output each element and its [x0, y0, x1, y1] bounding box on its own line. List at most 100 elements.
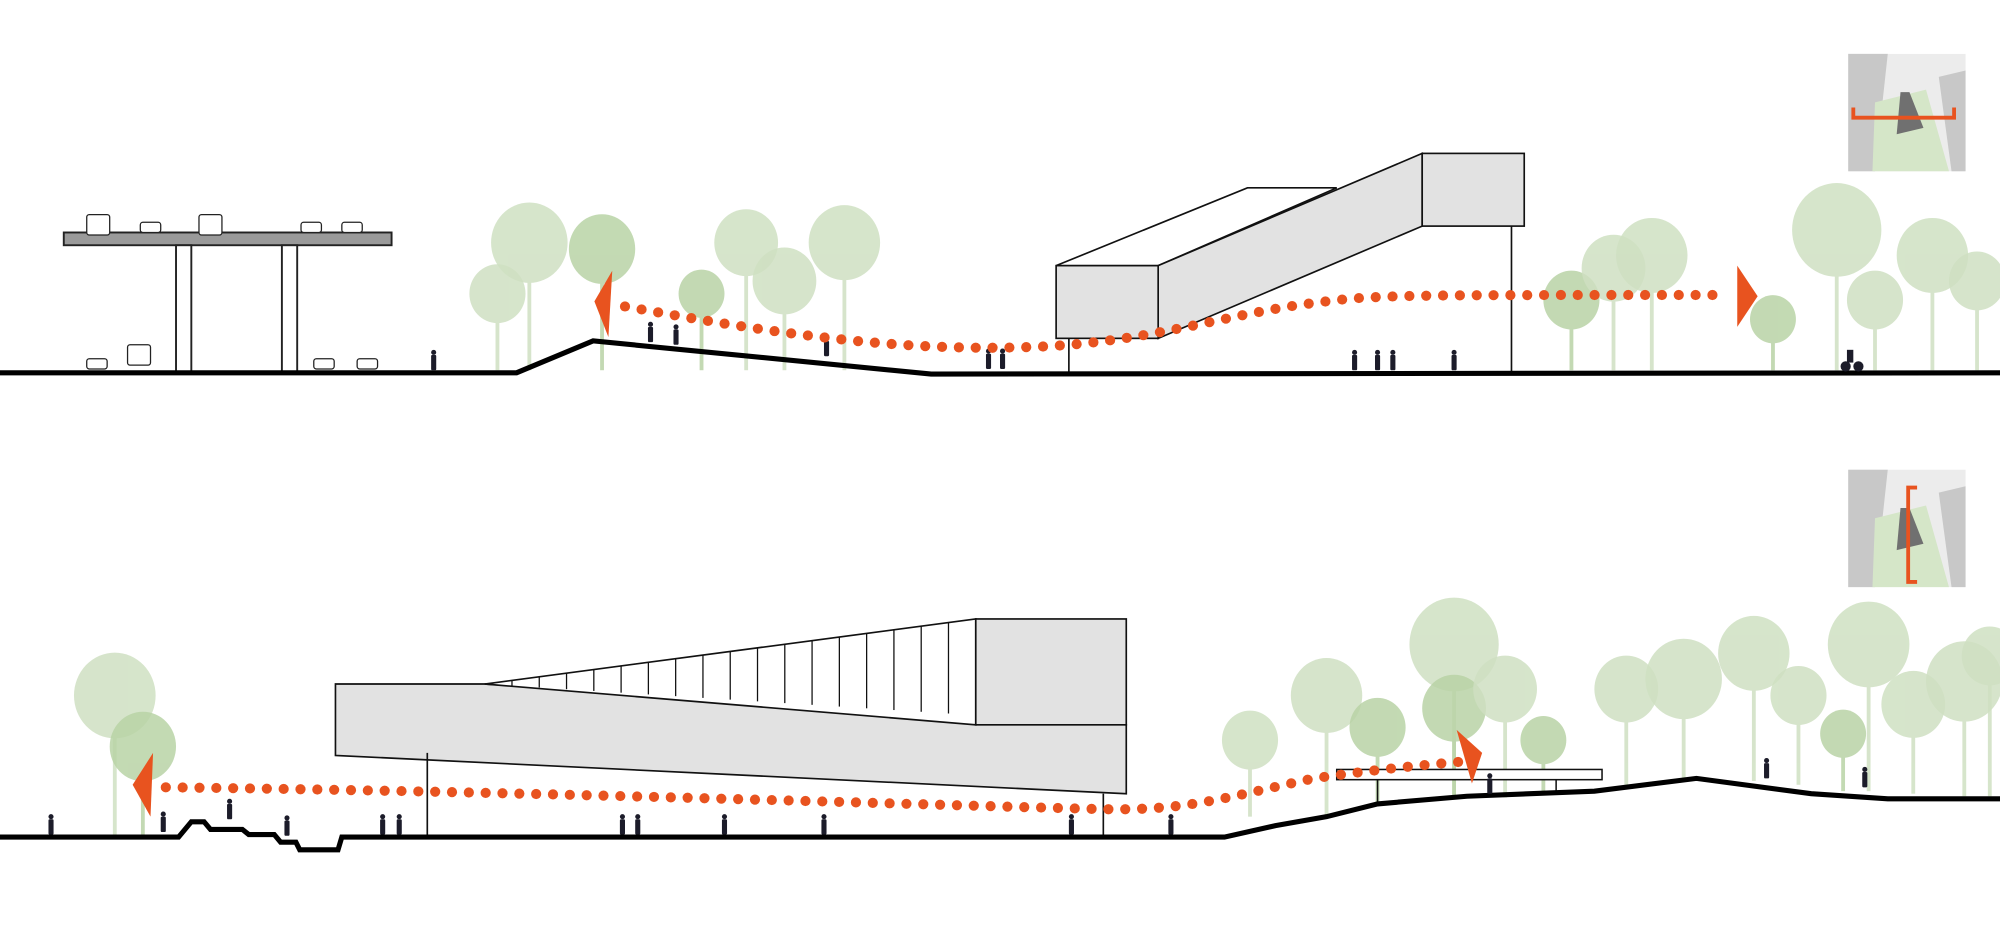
- tree-icon: [808, 205, 881, 371]
- route-dot: [1286, 300, 1298, 312]
- person-icon: [1764, 757, 1770, 779]
- person-icon: [396, 814, 402, 835]
- route-dot: [934, 799, 946, 810]
- highway-deck: [62, 231, 393, 247]
- route-dot: [278, 783, 289, 795]
- tree-trunk: [1962, 719, 1967, 797]
- route-dot: [615, 790, 626, 802]
- person-icon: [647, 321, 654, 343]
- tree-crown: [1349, 697, 1406, 757]
- person-body: [1000, 353, 1006, 369]
- highway-pillar: [280, 244, 299, 373]
- person-body: [284, 820, 290, 836]
- route-dot: [1673, 289, 1684, 301]
- car-icon: [356, 358, 379, 370]
- tree-crown: [469, 264, 526, 324]
- tree-crown: [1718, 615, 1790, 691]
- route-dot: [733, 794, 744, 805]
- person-body: [48, 819, 54, 835]
- route-dot: [1019, 801, 1030, 813]
- person-body: [1375, 354, 1381, 371]
- route-dot: [699, 793, 710, 804]
- tree-trunk: [1841, 756, 1846, 792]
- tree-crown: [1948, 251, 2000, 311]
- person-head: [1068, 814, 1074, 820]
- person-head: [227, 798, 233, 804]
- route-dot: [1387, 291, 1398, 302]
- route-dot: [329, 784, 340, 795]
- route-dot: [686, 313, 697, 324]
- person-body: [673, 329, 679, 345]
- route-dot: [903, 340, 914, 351]
- person-body: [1168, 819, 1174, 835]
- tree-icon: [1961, 626, 2000, 797]
- route-dot: [177, 782, 188, 793]
- route-dot: [1421, 290, 1432, 301]
- person-head: [1451, 349, 1457, 355]
- cut-line-icon: [1906, 485, 1918, 584]
- route-dot: [719, 318, 730, 329]
- tree-trunk: [1796, 723, 1801, 785]
- route-arrow-icon: [594, 270, 613, 338]
- route-dot: [1352, 767, 1363, 778]
- route-dot: [920, 341, 931, 352]
- person-head: [1764, 757, 1770, 764]
- route-dot: [1589, 289, 1600, 301]
- route-dot: [632, 791, 643, 802]
- route-dot: [1623, 289, 1634, 301]
- person-head: [673, 324, 679, 330]
- route-dot: [648, 791, 660, 803]
- section-b: [0, 469, 2000, 853]
- person-head: [1862, 766, 1868, 773]
- route-dot: [1690, 289, 1701, 301]
- route-dot: [396, 785, 407, 797]
- route-dot: [1203, 796, 1215, 807]
- person-body: [1487, 778, 1493, 794]
- vehicles: [86, 213, 379, 370]
- tree-crown: [1594, 655, 1659, 723]
- tree-trunk: [1771, 342, 1775, 371]
- route-dot: [736, 321, 747, 332]
- route-dot: [1538, 289, 1550, 301]
- route-dot: [884, 798, 895, 809]
- person-head: [647, 321, 654, 327]
- route-dot: [581, 790, 592, 801]
- route-dot: [985, 801, 996, 812]
- route-dot: [497, 788, 508, 799]
- building-a: [1055, 152, 1526, 372]
- tree-crown: [752, 247, 817, 315]
- tree-crown: [1409, 597, 1499, 692]
- person-icon: [821, 814, 827, 835]
- tree-trunk: [1649, 291, 1654, 371]
- tree-crown: [1846, 270, 1904, 330]
- person-head: [396, 814, 402, 820]
- people-layer: [48, 321, 1868, 836]
- elevated-highway: [62, 231, 393, 373]
- route-dot: [1204, 317, 1215, 328]
- tree-crown: [1827, 601, 1910, 688]
- route-dot: [1522, 289, 1533, 301]
- tree-trunk: [1834, 274, 1839, 371]
- tree-trunk: [1248, 768, 1252, 817]
- route-dot: [446, 787, 458, 798]
- route-arrow-icon: [1456, 729, 1483, 784]
- car-icon: [341, 221, 363, 234]
- route-dot: [783, 795, 794, 806]
- route-dot: [800, 795, 811, 807]
- route-dot: [766, 794, 777, 806]
- route-dot: [1171, 323, 1182, 335]
- person-body: [380, 819, 386, 835]
- person-head: [160, 811, 166, 817]
- route-dot: [1320, 296, 1331, 307]
- tree-trunk: [1611, 300, 1616, 371]
- route-dot: [1220, 313, 1232, 324]
- person-icon: [1390, 349, 1396, 371]
- route-dot: [1088, 337, 1099, 348]
- route-dot: [295, 784, 306, 795]
- tree-icon: [1750, 295, 1796, 371]
- tree-crown: [1645, 638, 1722, 720]
- route-dot: [564, 789, 575, 800]
- cyclist-icon: [1840, 349, 1864, 372]
- route-dot: [886, 338, 897, 350]
